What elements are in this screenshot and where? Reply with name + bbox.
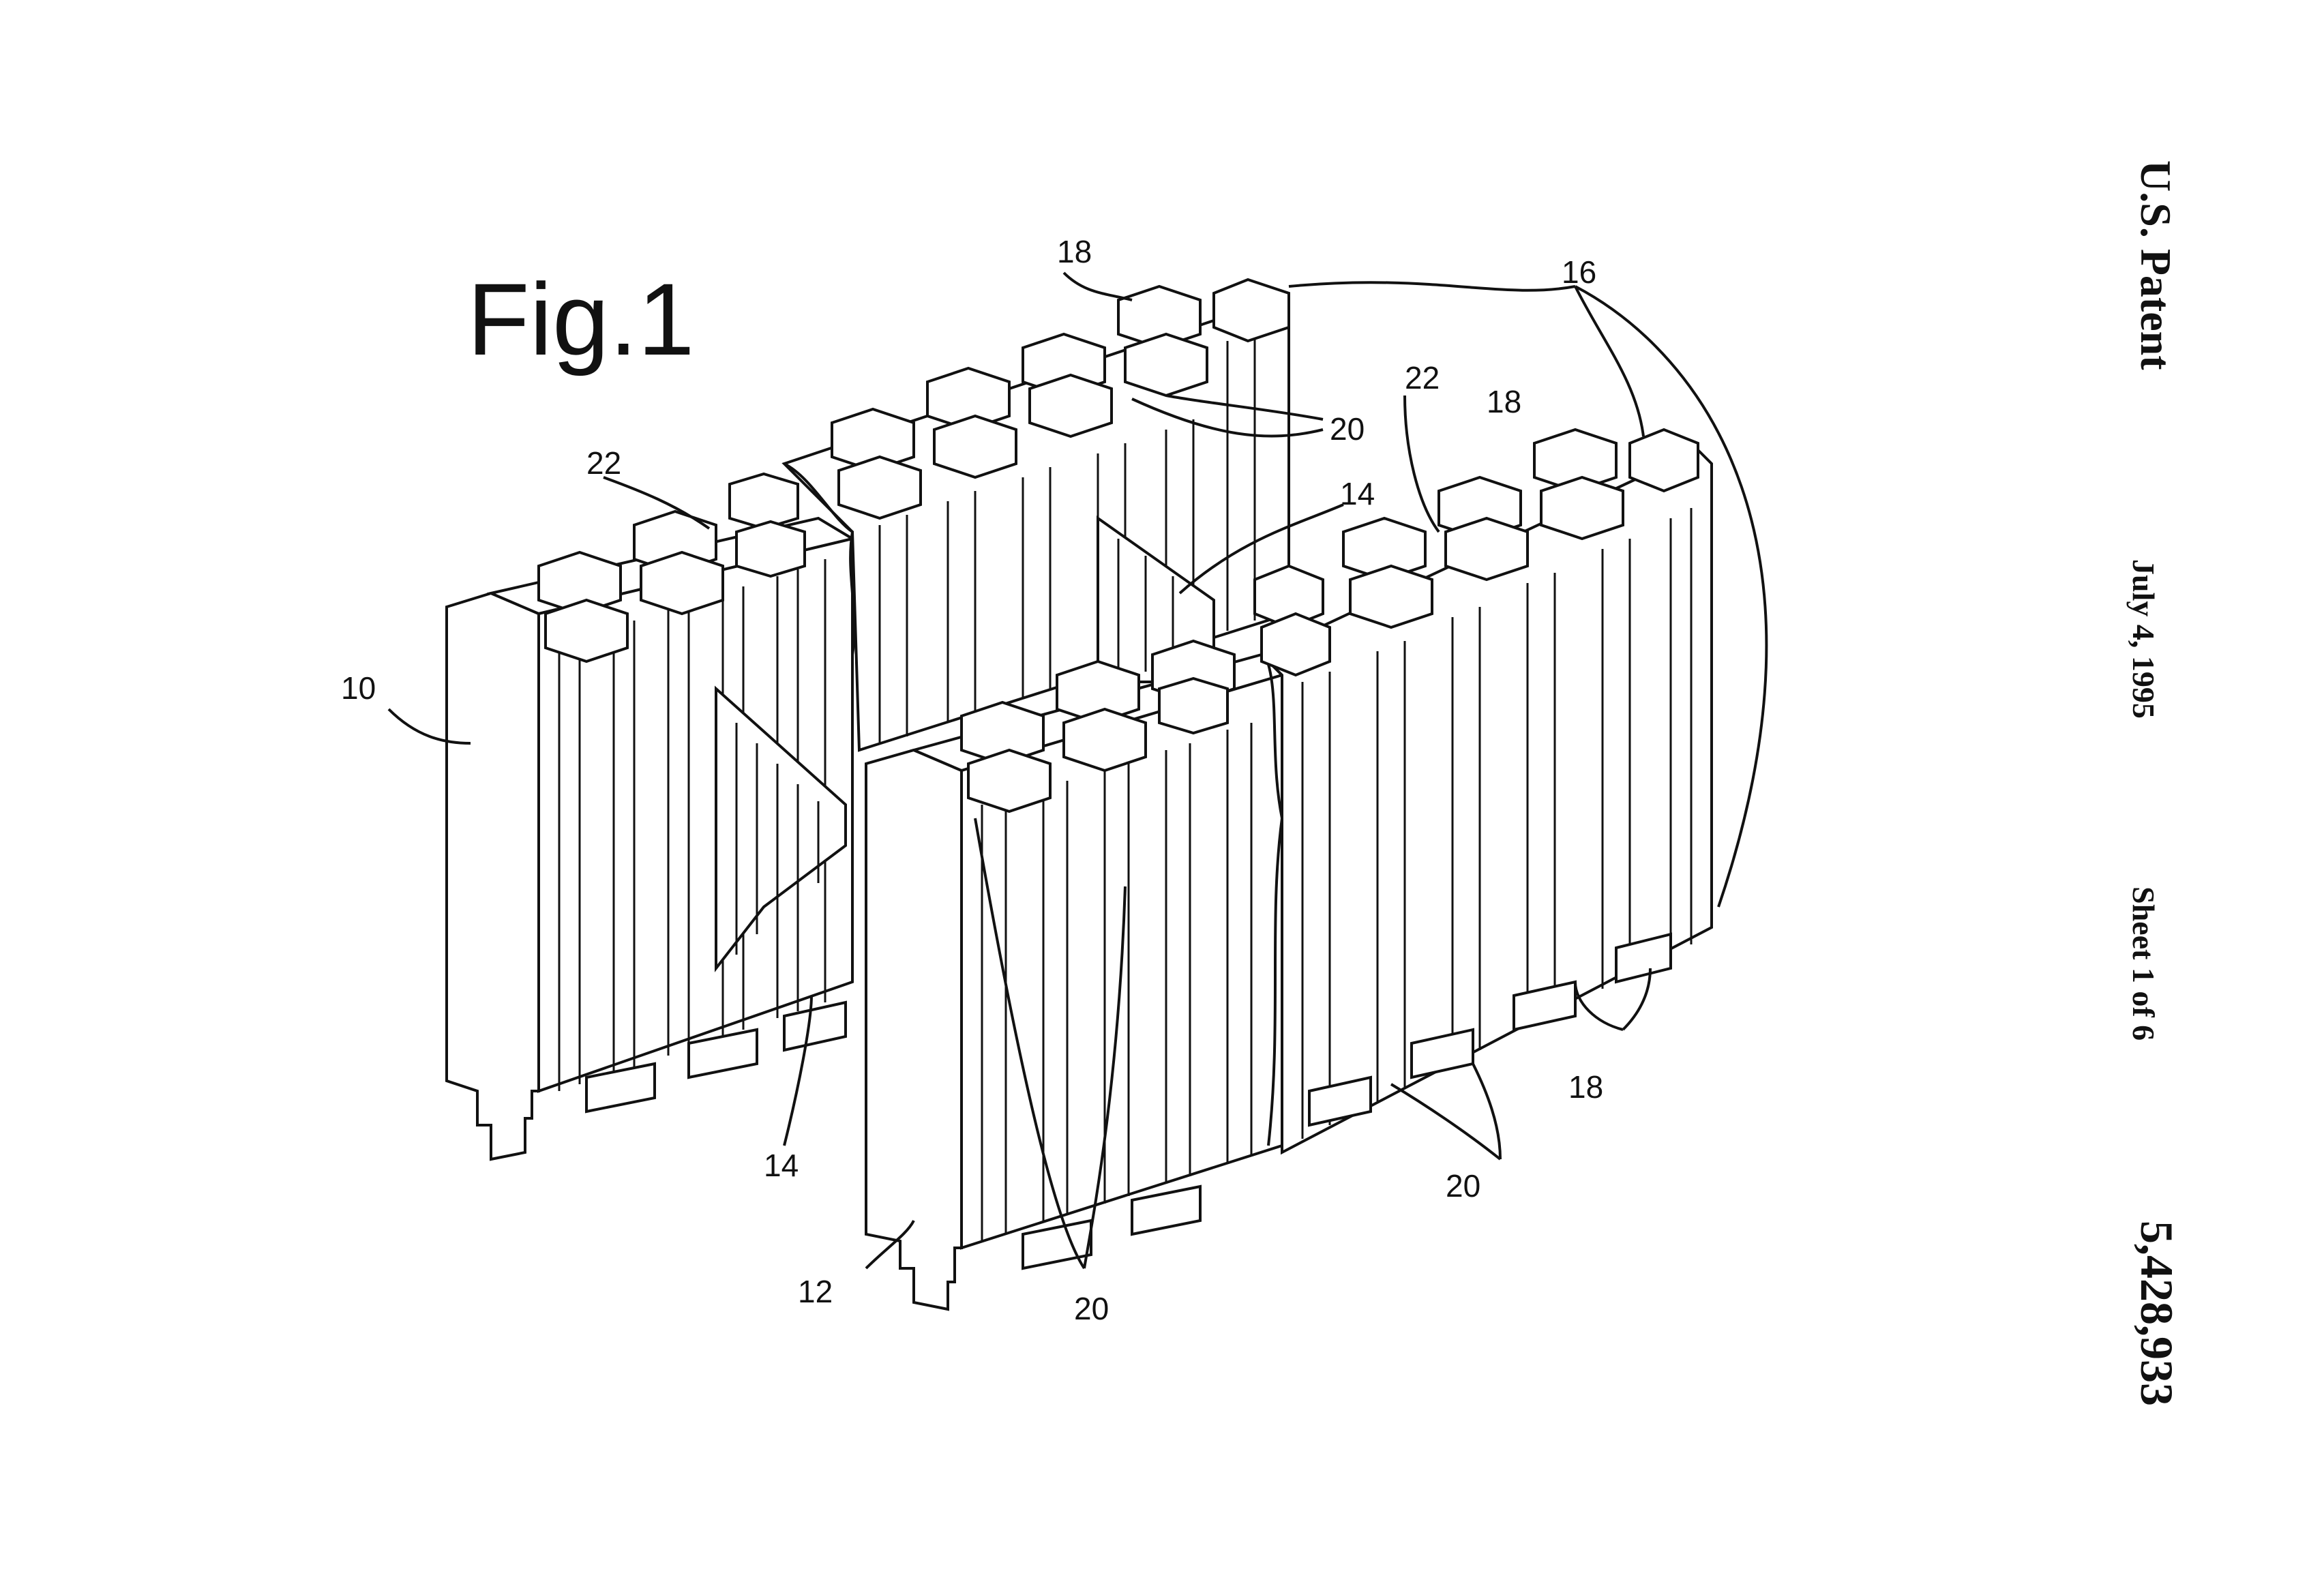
block-10-drawing xyxy=(445,472,856,1161)
web-14-left-drawing xyxy=(715,685,847,972)
block-right-drawing xyxy=(1253,428,1713,1155)
label-22-right: 22 xyxy=(1405,360,1440,395)
figure-title: Fig.1 xyxy=(467,262,694,376)
sheet-header: U.S. Patent July 4, 1995 Sheet 1 of 6 5,… xyxy=(2126,160,2183,1406)
block-12-drawing xyxy=(865,639,1285,1311)
label-18-right-top: 18 xyxy=(1487,384,1521,419)
label-12: 12 xyxy=(798,1274,833,1309)
header-date: July 4, 1995 xyxy=(2126,559,2161,719)
label-14-left: 14 xyxy=(764,1148,799,1183)
reference-labels: 10 12 14 14 16 18 18 18 20 20 20 22 22 xyxy=(341,234,1603,1326)
label-22-left: 22 xyxy=(586,445,621,481)
label-20-top: 20 xyxy=(1330,411,1365,447)
header-patent-number: 5,428,933 xyxy=(2131,1221,2183,1406)
label-16: 16 xyxy=(1562,254,1596,290)
label-10: 10 xyxy=(341,670,376,706)
label-18-bottom: 18 xyxy=(1568,1069,1603,1105)
label-14-right: 14 xyxy=(1340,476,1375,511)
label-20-front: 20 xyxy=(1074,1291,1109,1326)
header-publisher: U.S. Patent xyxy=(2132,160,2180,370)
header-sheet: Sheet 1 of 6 xyxy=(2126,886,2161,1041)
label-18-top: 18 xyxy=(1057,234,1092,269)
leader-lines xyxy=(387,271,1768,1270)
label-20-bottom-right: 20 xyxy=(1446,1168,1480,1204)
